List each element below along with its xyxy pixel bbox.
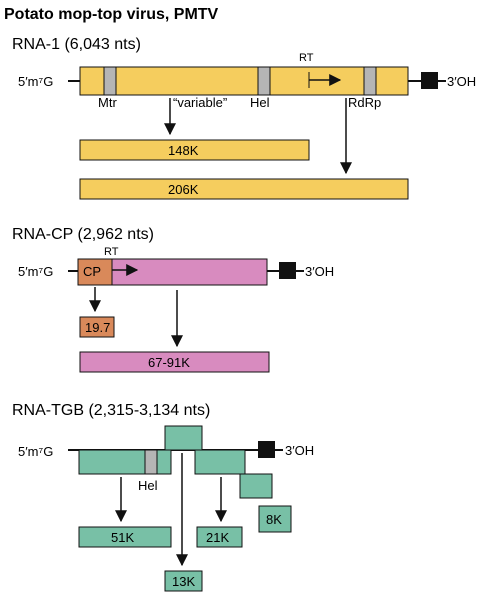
rnatgb-product-8k-label: 8K: [266, 512, 282, 527]
rna1-five-prime: 5′m⁷G: [18, 74, 53, 89]
rnatgb-hel-label: Hel: [138, 478, 158, 493]
rnacp-three-prime: 3′OH: [305, 264, 334, 279]
rnatgb-three-prime: 3′OH: [285, 443, 314, 458]
rna1-hel-motif: [257, 66, 271, 96]
rna1-cap-square: [421, 72, 438, 89]
diagram-title: Potato mop-top virus, PMTV: [4, 6, 219, 23]
rnacp-rt-label: RT: [104, 246, 119, 258]
rna1-rdrp-motif: [363, 66, 377, 96]
rnatgb-product-51k-label: 51K: [111, 530, 134, 545]
rnatgb-five-prime: 5′m⁷G: [18, 444, 53, 459]
rnacp-five-prime: 5′m⁷G: [18, 264, 53, 279]
rna1-label-variable: “variable”: [173, 95, 227, 110]
rnatgb-heading: RNA-TGB (2,315-3,134 nts): [12, 402, 210, 419]
rnatgb-product-51k: [78, 526, 172, 548]
rnacp-cp-label: CP: [83, 264, 101, 279]
rna1-label-mtr: Mtr: [98, 95, 117, 110]
rnatgb-product-21k-label: 21K: [206, 530, 229, 545]
rnatgb-8k-orf: [239, 473, 273, 499]
rnatgb-product-13k: [164, 570, 203, 592]
rna1-heading: RNA-1 (6,043 nts): [12, 36, 141, 53]
rnacp-product-rt-label: 67-91K: [148, 355, 190, 370]
rnatgb-tgb3-orf: [194, 449, 246, 475]
rna1-orf-box: [79, 66, 409, 96]
rnatgb-tgb2-orf: [164, 425, 203, 451]
rna1-rt-label: RT: [299, 52, 314, 64]
rnacp-product-cp: [79, 316, 115, 338]
rnacp-cp-box: [77, 258, 113, 286]
rna1-product-148k-label: 148K: [168, 143, 199, 158]
rnatgb-cap-square: [258, 441, 275, 458]
rnacp-product-rt: [79, 351, 270, 373]
rna1-label-hel: Hel: [250, 95, 270, 110]
rnacp-heading: RNA-CP (2,962 nts): [12, 226, 154, 243]
rna1-three-prime: 3′OH: [447, 74, 476, 89]
rna1-product-206k: [79, 178, 409, 200]
rna1-product-148k: [79, 139, 310, 161]
rnacp-product-cp-label: 19.7: [85, 320, 110, 335]
rnatgb-hel-motif: [144, 449, 158, 475]
rnacp-cap-square: [279, 262, 296, 279]
rna1-mtr-motif: [103, 66, 117, 96]
rnatgb-product-8k: [258, 505, 292, 533]
rnatgb-product-13k-label: 13K: [172, 574, 195, 589]
rna1-label-rdrp: RdRp: [348, 95, 381, 110]
rnatgb-product-21k: [196, 526, 243, 548]
rna1-product-206k-label: 206K: [168, 182, 199, 197]
